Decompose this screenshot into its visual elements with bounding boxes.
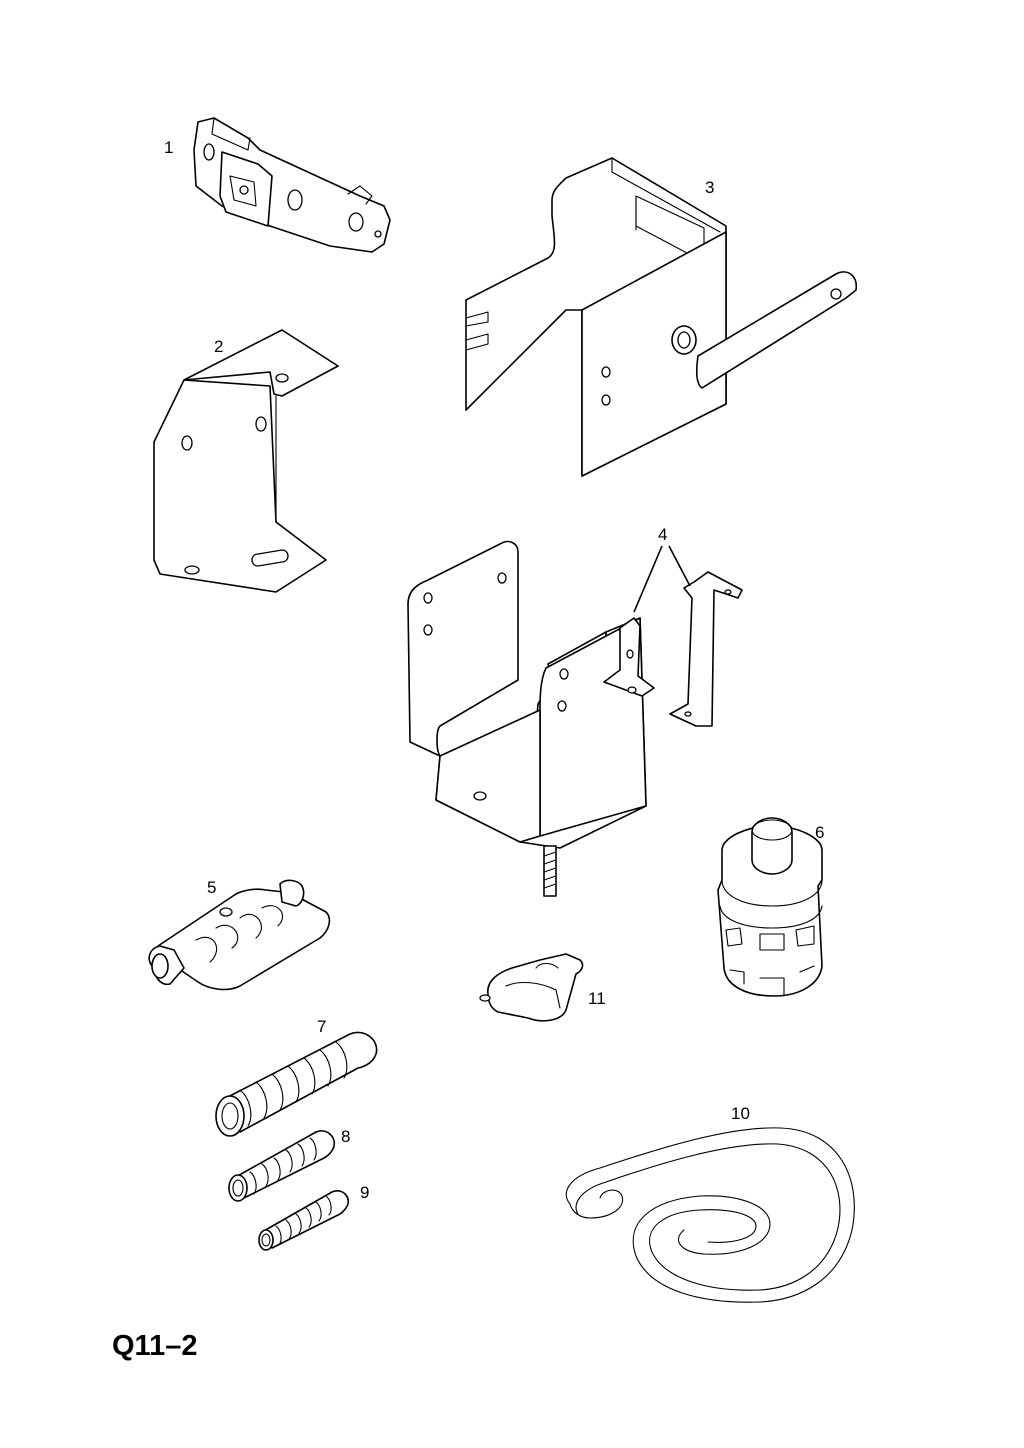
- callout-9: 9: [360, 1183, 369, 1202]
- callout-5: 5: [207, 878, 216, 897]
- callout-3: 3: [705, 178, 714, 197]
- callout-10: 10: [731, 1104, 750, 1123]
- part-8-corrugated-hose-medium: [228, 1130, 336, 1202]
- part-4-box-bracket-assembly: [407, 540, 743, 897]
- callout-6: 6: [815, 823, 824, 842]
- callout-1: 1: [164, 138, 173, 157]
- callout-2: 2: [214, 337, 223, 356]
- part-1-mounting-strip: [193, 117, 391, 253]
- callout-11: 11: [588, 989, 606, 1008]
- part-2-angled-bracket: [153, 329, 339, 593]
- callout-8: 8: [341, 1127, 350, 1146]
- sheet-code: Q11–2: [112, 1330, 198, 1362]
- part-11-key-fob: [479, 953, 584, 1022]
- part-3-u-bracket-with-arm: [465, 157, 858, 477]
- part-10-coiled-cable: [565, 1127, 855, 1303]
- part-7-corrugated-hose-large: [215, 1031, 378, 1137]
- callout-7: 7: [317, 1017, 326, 1036]
- callout-4: 4: [658, 525, 667, 544]
- part-9-corrugated-hose-small: [258, 1190, 350, 1251]
- part-6-air-filter: [717, 817, 823, 997]
- part-5-silencer: [148, 879, 331, 991]
